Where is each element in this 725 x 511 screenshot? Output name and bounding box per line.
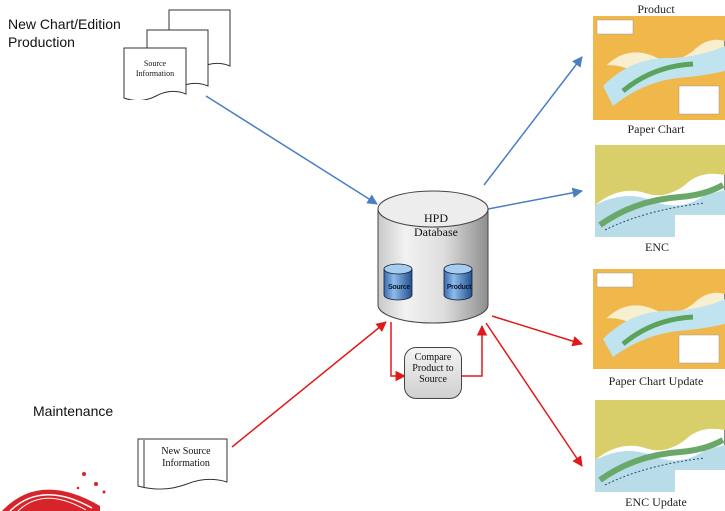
new-source-information-text: New Source Information (161, 446, 211, 469)
enc-map (595, 145, 725, 237)
arrow-db-to-paper-chart (483, 56, 583, 186)
compare-box (404, 347, 462, 399)
arrow-compare-to-db (460, 324, 488, 377)
new-chart-edition-label: New Chart/Edition Production (8, 16, 121, 50)
arrow-db-to-compare (390, 322, 407, 382)
enc-update-map (595, 400, 725, 492)
arrow-db-to-enc (487, 187, 584, 210)
source-cylinder-icon (383, 263, 413, 301)
caption-paper-chart-update: Paper Chart Update (608, 374, 704, 388)
new-source-information-document (137, 438, 228, 490)
product-cylinder-icon (443, 263, 473, 301)
paper-chart-update-map (593, 269, 725, 369)
source-information-documents (123, 9, 231, 100)
compare-text: Compare Product to Source (412, 352, 454, 385)
product-cylinder-label: Product (446, 284, 472, 291)
hpd-database-title: HPD Database (414, 211, 458, 239)
logo-fragment (2, 472, 106, 511)
source-cylinder-label: Source (388, 284, 410, 291)
source-information-text: Source Information (135, 59, 175, 78)
arrow-db-to-paper-chart-update (491, 315, 584, 347)
arrow-source-to-db (205, 95, 378, 205)
caption-paper-chart: Paper Chart (627, 122, 685, 136)
paper-chart-map (593, 16, 725, 120)
product-header: Product (637, 2, 675, 16)
maintenance-label: Maintenance (33, 403, 114, 419)
hpd-database-cylinder (377, 190, 489, 324)
caption-enc-update: ENC Update (625, 495, 687, 509)
caption-enc: ENC (645, 240, 669, 254)
arrow-db-to-enc-update (485, 322, 583, 467)
arrow-new-source-to-db (231, 321, 387, 448)
